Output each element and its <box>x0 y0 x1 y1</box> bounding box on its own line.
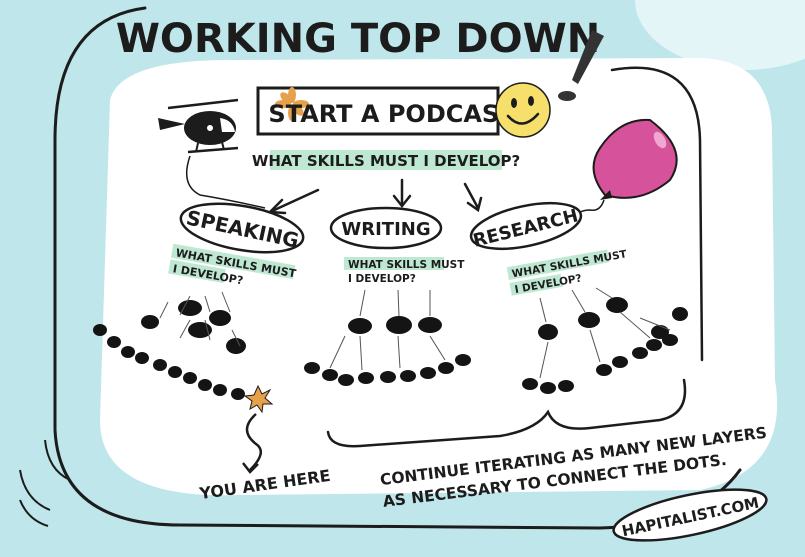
connector-line <box>204 295 211 313</box>
dot-node <box>183 372 197 384</box>
dot-node <box>380 371 396 383</box>
dot-node <box>304 362 320 374</box>
dot-node <box>578 312 600 328</box>
connector-line <box>539 341 549 379</box>
connector-line <box>571 289 586 313</box>
branch-writing-question: WHAT SKILLS MUST I DEVELOP? <box>344 257 465 285</box>
dot-node <box>651 325 669 339</box>
dot-node <box>198 379 212 391</box>
connector-line <box>359 335 363 371</box>
dot-node <box>558 380 574 392</box>
connector-line <box>589 329 601 363</box>
root-arrows <box>268 178 483 215</box>
dot-node <box>153 359 167 371</box>
dot-node <box>386 316 412 334</box>
svg-text:I DEVELOP?: I DEVELOP? <box>348 273 416 285</box>
connector-line <box>159 301 169 319</box>
motion-line <box>44 439 71 481</box>
connector-line <box>221 291 231 313</box>
smiley-icon <box>495 82 551 138</box>
dot-node <box>646 339 662 351</box>
dot-node <box>107 336 121 348</box>
dot-node <box>135 352 149 364</box>
dot-node <box>420 367 436 379</box>
brace <box>326 378 687 448</box>
star-burst-icon <box>243 384 274 414</box>
dot-node <box>168 366 182 378</box>
connector-line <box>359 289 366 317</box>
branch-research-oval <box>469 201 583 251</box>
arrow-to-speaking <box>268 188 320 214</box>
dot-node <box>338 374 354 386</box>
motion-line <box>19 469 51 511</box>
outer-frame-right <box>610 66 704 362</box>
branch-writing-oval <box>329 206 443 250</box>
dot-node <box>358 372 374 384</box>
corner-cloud <box>635 0 805 70</box>
root-label: START A PODCAST <box>268 100 516 128</box>
you-are-here-arrow <box>245 413 263 471</box>
dot-node <box>348 318 372 334</box>
page-title: WORKING TOP DOWN <box>116 16 600 62</box>
dot-node <box>522 378 538 390</box>
root-question-highlight <box>270 150 502 170</box>
root-question: WHAT SKILLS MUST I DEVELOP? <box>252 152 520 170</box>
dot-node <box>538 324 558 340</box>
balloon-icon <box>569 118 678 221</box>
dot-trees <box>93 287 688 400</box>
dot-node <box>632 347 648 359</box>
dot-node <box>231 388 245 400</box>
connector-line <box>397 335 401 369</box>
connector-line <box>619 311 651 339</box>
dot-node <box>662 334 678 346</box>
dot-node <box>540 382 556 394</box>
dot-node <box>141 315 159 329</box>
connector-line <box>639 317 671 331</box>
dot-node <box>93 324 107 336</box>
connector-line <box>429 335 446 361</box>
dot-node <box>418 317 442 333</box>
dot-node <box>606 297 628 313</box>
dot-node <box>121 346 135 358</box>
connector-line <box>231 329 241 347</box>
dot-node <box>178 300 202 316</box>
motion-line <box>19 499 49 527</box>
connector-line <box>397 289 400 317</box>
dot-node <box>400 370 416 382</box>
connector-line <box>179 319 191 339</box>
svg-text:WHAT SKILLS MUST: WHAT SKILLS MUST <box>348 259 465 271</box>
dot-node <box>209 310 231 326</box>
connector-line <box>329 335 346 369</box>
exclamation-icon <box>558 30 604 101</box>
connector-line <box>595 287 613 299</box>
dot-node <box>213 384 227 396</box>
dot-node <box>322 369 338 381</box>
dot-node <box>438 362 454 374</box>
dot-node <box>455 354 471 366</box>
flower-icon <box>275 87 309 121</box>
helicopter-icon <box>158 98 266 209</box>
connector-line <box>179 295 191 316</box>
connector-line <box>204 319 211 341</box>
dot-node <box>596 364 612 376</box>
dot-node <box>672 307 688 321</box>
branch-speaking-oval <box>179 202 305 254</box>
arrow-to-research <box>463 182 480 210</box>
dot-node <box>612 356 628 368</box>
branch-writing-label: WRITING <box>341 219 430 240</box>
connector-line <box>539 297 547 323</box>
dot-node <box>226 338 246 354</box>
